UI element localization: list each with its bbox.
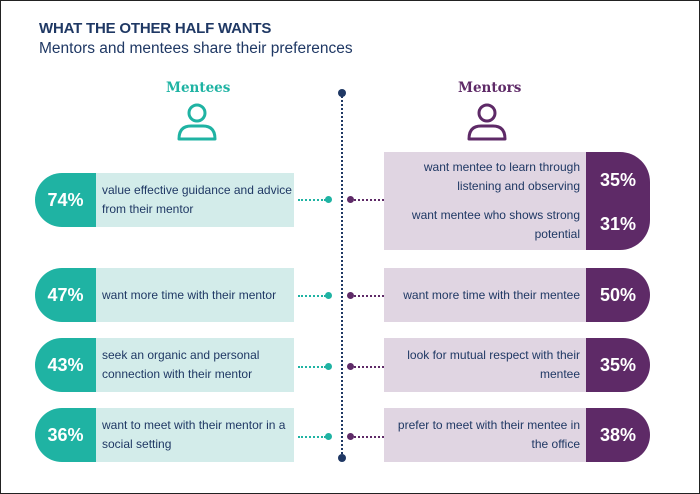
mentor-percent: 38% (586, 408, 650, 462)
center-divider-line (341, 93, 343, 458)
mentor-statement: prefer to meet with their mentee in the … (384, 408, 586, 462)
mentee-statement: want to meet with their mentor in a soci… (96, 408, 294, 462)
divider-top-dot (338, 89, 346, 97)
connector-line (354, 366, 384, 368)
mentor-statement-group-bg (384, 152, 586, 250)
mentee-person-icon (177, 103, 217, 141)
mentee-statement-text: want more time with their mentor (102, 287, 277, 302)
page-subtitle: Mentors and mentees share their preferen… (39, 40, 353, 57)
mentor-person-icon (467, 103, 507, 141)
mentor-percent: 31% (599, 213, 637, 234)
mentor-percent: 50% (586, 268, 650, 322)
mentee-statement: seek an organic and personal connection … (96, 338, 294, 392)
connector-line (298, 199, 326, 201)
page-title: WHAT THE OTHER HALF WANTS (39, 20, 272, 37)
mentee-statement: value effective guidance and advice from… (96, 173, 294, 227)
connector-dot (347, 292, 354, 299)
mentee-percent: 74% (35, 173, 96, 227)
mentor-statement: look for mutual respect with their mente… (384, 338, 586, 392)
mentor-percent-group-bg (586, 152, 650, 250)
mentee-percent: 43% (35, 338, 96, 392)
connector-line (354, 436, 384, 438)
connector-dot (325, 363, 332, 370)
connector-line (298, 436, 326, 438)
mentor-statement: want more time with their mentee (384, 268, 586, 322)
mentee-percent: 36% (35, 408, 96, 462)
mentee-statement-text: seek an organic and personal connection … (102, 348, 260, 381)
connector-dot (325, 196, 332, 203)
mentor-statement: want mentee to learn through listening a… (423, 160, 580, 193)
connector-line (354, 295, 384, 297)
mentee-percent: 47% (35, 268, 96, 322)
connector-dot (325, 292, 332, 299)
connector-dot (347, 196, 354, 203)
connector-dot (347, 363, 354, 370)
mentee-statement-text: want to meet with their mentor in a soci… (102, 418, 286, 451)
mentor-percent: 35% (586, 338, 650, 392)
connector-dot (325, 433, 332, 440)
mentees-heading: Mentees (166, 80, 231, 96)
mentee-statement: want more time with their mentor (96, 268, 294, 322)
mentor-percent: 35% (599, 169, 637, 190)
divider-bottom-dot (338, 454, 346, 462)
mentor-statement-text: prefer to meet with their mentee in the … (397, 418, 580, 451)
mentor-statement-text: want more time with their mentee (403, 287, 580, 302)
mentor-statement: want mentee who shows strong potential (411, 208, 580, 241)
mentor-statement-text: look for mutual respect with their mente… (407, 348, 580, 381)
connector-line (298, 295, 326, 297)
mentors-heading: Mentors (458, 80, 522, 96)
connector-dot (347, 433, 354, 440)
connector-line (354, 199, 384, 201)
connector-line (298, 366, 326, 368)
mentee-statement-text: value effective guidance and advice from… (102, 183, 292, 216)
